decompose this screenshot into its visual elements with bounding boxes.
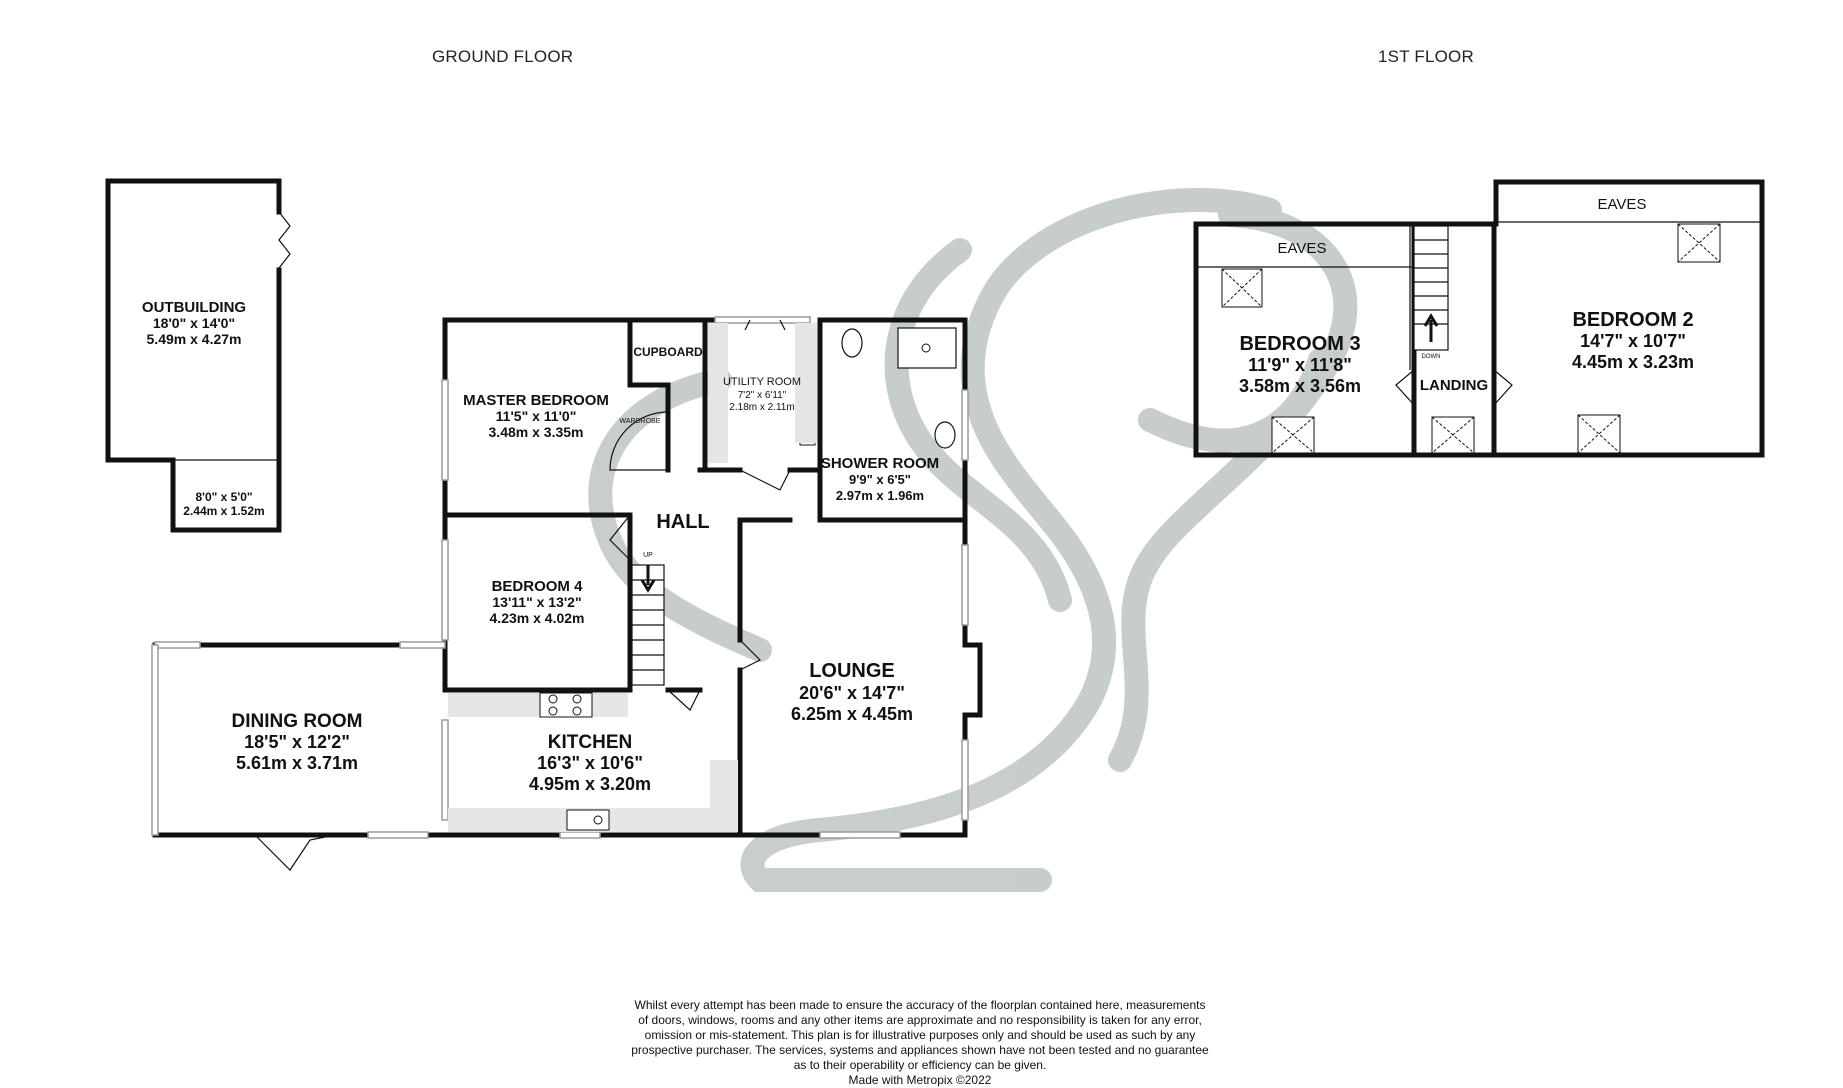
- bedroom-2-name: BEDROOM 2: [1572, 309, 1693, 331]
- lounge-imperial: 20'6" x 14'7": [799, 683, 905, 703]
- watermark-logo: [588, 188, 1358, 892]
- ground-floor-heading: GROUND FLOOR: [432, 47, 574, 66]
- lounge-name: LOUNGE: [809, 660, 895, 682]
- wardrobe-label: WARDROBE: [620, 418, 661, 425]
- first-floor-walls: [1193, 179, 1765, 458]
- utility-counter-right: [795, 323, 817, 443]
- eaves-left-label: EAVES: [1278, 240, 1327, 257]
- outbuilding-imperial: 18'0" x 14'0": [153, 315, 235, 331]
- hall-stairs: [631, 564, 665, 686]
- master-bedroom-imperial: 11'5" x 11'0": [496, 408, 577, 424]
- kitchen-metric: 4.95m x 3.20m: [529, 774, 651, 794]
- outbuilding-name: OUTBUILDING: [142, 299, 246, 316]
- utility-room-metric: 2.18m x 2.11m: [729, 402, 794, 413]
- utility-counter: [708, 323, 728, 463]
- hall-stair-label: UP: [643, 552, 653, 559]
- eaves-right-label: EAVES: [1598, 196, 1647, 213]
- bedroom-2-imperial: 14'7" x 10'7": [1580, 331, 1686, 351]
- outbuilding: [105, 178, 291, 533]
- windows: [151, 316, 969, 839]
- master-bedroom-metric: 3.48m x 3.35m: [489, 424, 584, 440]
- bedroom-2-metric: 4.45m x 3.23m: [1572, 352, 1694, 372]
- shower-room-imperial: 9'9" x 6'5": [849, 472, 911, 487]
- bedroom-4-imperial: 13'11" x 13'2": [492, 594, 581, 610]
- bedroom-3-name: BEDROOM 3: [1239, 333, 1360, 355]
- outbuilding-metric: 5.49m x 4.27m: [147, 331, 242, 347]
- landing-name: LANDING: [1420, 377, 1488, 394]
- kitchen-imperial: 16'3" x 10'6": [537, 753, 643, 773]
- outbuilding-annex-metric: 2.44m x 1.52m: [183, 504, 264, 518]
- hob: [539, 692, 593, 718]
- master-bedroom-name: MASTER BEDROOM: [463, 392, 609, 409]
- disclaimer-line: of doors, windows, rooms and any other i…: [638, 1013, 1202, 1027]
- kitchen-name: KITCHEN: [548, 732, 632, 753]
- lounge-metric: 6.25m x 4.45m: [791, 704, 913, 724]
- bedroom-3-metric: 3.58m x 3.56m: [1239, 376, 1361, 396]
- doors: [254, 319, 791, 871]
- bedroom-4-metric: 4.23m x 4.02m: [490, 610, 585, 626]
- dining-room-metric: 5.61m x 3.71m: [236, 753, 358, 773]
- dining-room-name: DINING ROOM: [232, 711, 363, 732]
- disclaimer-line: Whilst every attempt has been made to en…: [634, 998, 1206, 1012]
- landing-outline: [1395, 369, 1513, 406]
- shower-room-metric: 2.97m x 1.96m: [836, 488, 924, 503]
- landing-stair-label: DOWN: [1422, 354, 1441, 360]
- disclaimer-line: as to their operability or efficiency ca…: [793, 1058, 1047, 1072]
- disclaimer: Whilst every attempt has been made to en…: [560, 998, 1280, 1088]
- shower-room-fixtures: [799, 327, 957, 449]
- cupboard-label: CUPBOARD: [633, 345, 703, 359]
- landing-stairs: [1413, 225, 1449, 351]
- shower-room-name: SHOWER ROOM: [821, 455, 939, 472]
- bedroom-3-imperial: 11'9" x 11'8": [1248, 355, 1352, 375]
- first-floor-heading: 1ST FLOOR: [1378, 47, 1474, 66]
- sink: [566, 809, 610, 831]
- utility-room-imperial: 7'2" x 6'11": [738, 390, 787, 401]
- utility-room-name: UTILITY ROOM: [723, 376, 801, 388]
- outbuilding-annex-imperial: 8'0" x 5'0": [195, 490, 252, 504]
- credit: Made with Metropix ©2022: [848, 1073, 992, 1087]
- dining-room-imperial: 18'5" x 12'2": [244, 732, 350, 752]
- disclaimer-line: omission or mis-statement. This plan is …: [644, 1028, 1196, 1042]
- hall-name: HALL: [656, 511, 709, 533]
- bedroom-4-name: BEDROOM 4: [492, 578, 584, 595]
- disclaimer-line: prospective purchaser. The services, sys…: [631, 1043, 1209, 1057]
- kitchen-counters: [448, 692, 738, 832]
- skylights: [1221, 223, 1721, 454]
